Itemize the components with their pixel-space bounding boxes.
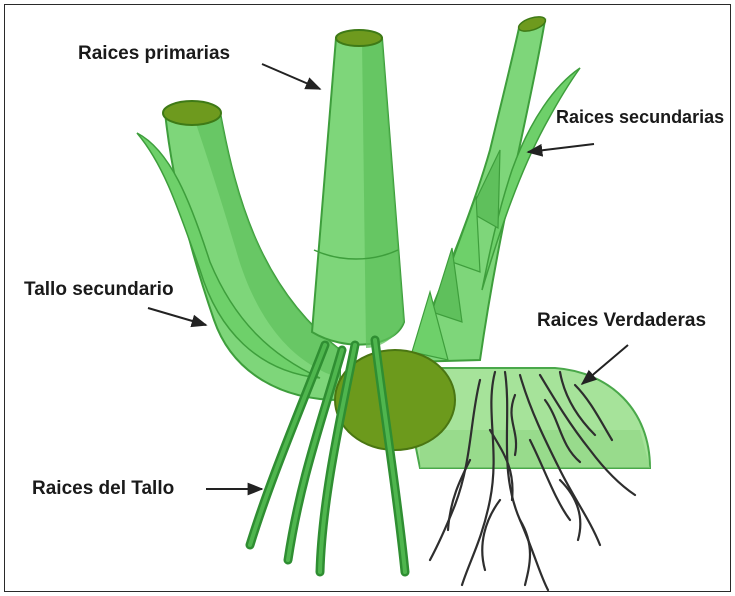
label-raices-secundarias: Raices secundarias [556, 107, 724, 128]
label-raices-verdaderas: Raices Verdaderas [537, 310, 706, 332]
secondary-stem-cut-face [163, 101, 221, 125]
label-raices-del-tallo: Raices del Tallo [32, 478, 174, 500]
arrow-raices-secundarias [528, 144, 594, 152]
label-tallo-secundario: Tallo secundario [24, 279, 174, 301]
primary-stem-shade [362, 38, 404, 348]
primary-stem-cut-face [336, 30, 382, 46]
arrow-raices-verdaderas [582, 345, 628, 384]
label-raices-primarias: Raices primarias [78, 43, 230, 65]
arrow-tallo-secundario [148, 308, 206, 325]
arrow-raices-primarias [262, 64, 320, 89]
shoot-scale-2 [452, 196, 480, 272]
